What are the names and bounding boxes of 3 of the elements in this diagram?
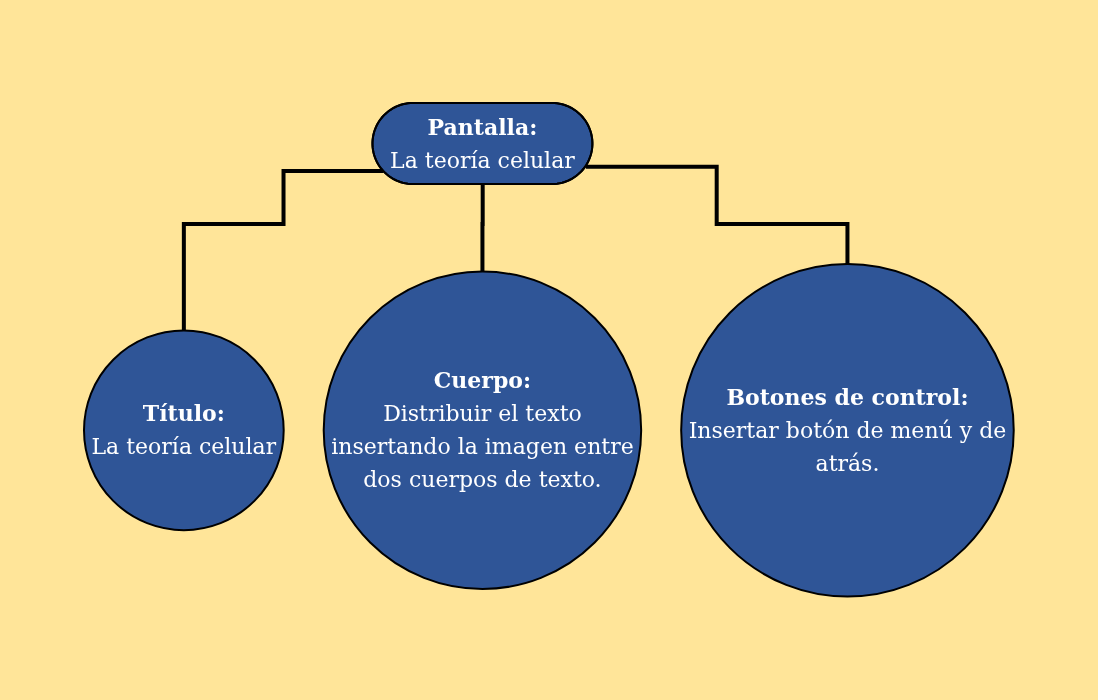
node-circle: Título: La teoría celular [83, 329, 285, 532]
node-circle: Botones de control: Insertar botón de menú y de atrás. [680, 263, 1015, 598]
node-circle: Cuerpo: Distribuir el texto insertando la imagen entre dos cuerpos de texto. [322, 270, 643, 591]
